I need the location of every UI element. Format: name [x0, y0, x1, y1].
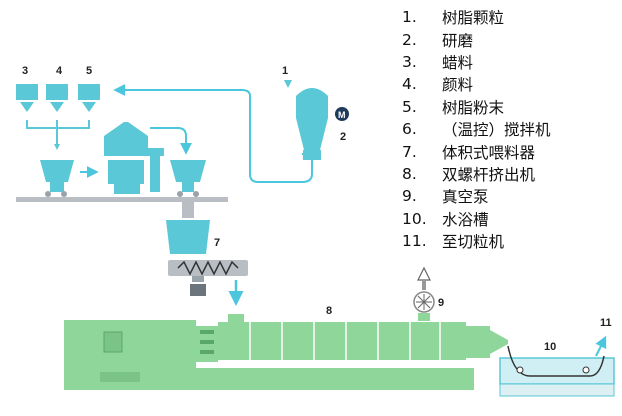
legend-item-number: 2. — [402, 30, 417, 49]
legend-item-text: 真空泵 — [442, 188, 489, 207]
label-9: 9 — [438, 297, 444, 309]
legend-item-number: 8. — [402, 164, 417, 183]
label-3: 3 — [22, 65, 28, 77]
label-10: 10 — [544, 341, 556, 353]
label-1: 1 — [282, 65, 288, 77]
legend-item: 7. 体积式喂料器 — [402, 140, 617, 162]
legend-item-text: 至切粒机 — [442, 233, 505, 252]
label-11: 11 — [600, 317, 612, 329]
legend-item: 4. 颜料 — [402, 73, 617, 95]
label-4: 4 — [56, 65, 63, 77]
screw-icon — [177, 260, 239, 276]
legend-item-number: 11. — [402, 232, 427, 251]
legend-item-text: 树脂粉末 — [442, 98, 505, 117]
legend-item-number: 4. — [402, 75, 417, 94]
legend-item: 10. 水浴槽 — [402, 208, 617, 230]
legend-item-number: 10. — [402, 209, 427, 228]
label-7: 7 — [214, 237, 220, 249]
legend-item: 9. 真空泵 — [402, 185, 617, 207]
legend-item: 1. 树脂颗粒 — [402, 6, 617, 28]
vacuum-pump: 9 — [413, 266, 444, 321]
legend-item-number: 3. — [402, 52, 417, 71]
twin-screw-extruder: 8 — [64, 305, 508, 390]
legend-item-text: 树脂颗粒 — [442, 9, 505, 28]
legend-item: 8. 双螺杆挤出机 — [402, 163, 617, 185]
legend-item: 6. （温控）搅拌机 — [402, 118, 617, 140]
motor-icon — [335, 107, 349, 121]
legend-item-text: 体积式喂料器 — [442, 143, 536, 162]
legend-item-text: 水浴槽 — [442, 210, 489, 229]
legend-item-number: 5. — [402, 97, 417, 116]
legend-item: 3. 蜡料 — [402, 51, 617, 73]
hoppers-top: 3 4 5 — [16, 65, 100, 150]
label-5: 5 — [86, 65, 92, 77]
legend-list: 1. 树脂颗粒 2. 研磨 3. 蜡料 4. 颜料 5. 树脂粉末 6. （温控）搅拌机 7. 体积式喂料… — [402, 6, 617, 252]
motor-label: M — [338, 110, 346, 120]
legend-item: 2. 研磨 — [402, 28, 617, 50]
hopper-resin-powder — [78, 84, 100, 112]
legend-item-text: 研磨 — [442, 31, 474, 50]
label-8: 8 — [326, 305, 332, 317]
water-bath: 10 11 — [499, 317, 615, 397]
legend-item: 11. 至切粒机 — [402, 230, 617, 252]
legend-item: 5. 树脂粉末 — [402, 96, 617, 118]
grinder-silo: 1 M 2 — [282, 65, 349, 160]
hopper-pigment — [46, 84, 68, 112]
legend-item-number: 1. — [402, 8, 417, 27]
legend-item-text: （温控）搅拌机 — [442, 121, 551, 140]
volumetric-feeder: 7 — [166, 202, 248, 306]
mixer-station: 6 — [16, 122, 228, 202]
legend-item-text: 蜡料 — [442, 53, 474, 72]
legend-item-number: 6. — [402, 120, 417, 139]
legend-item-number: 7. — [402, 142, 417, 161]
hopper-wax — [16, 84, 38, 112]
legend-item-number: 9. — [402, 187, 417, 206]
legend-item-text: 颜料 — [442, 76, 474, 95]
legend-item-text: 双螺杆挤出机 — [442, 165, 536, 184]
label-2: 2 — [340, 131, 346, 143]
